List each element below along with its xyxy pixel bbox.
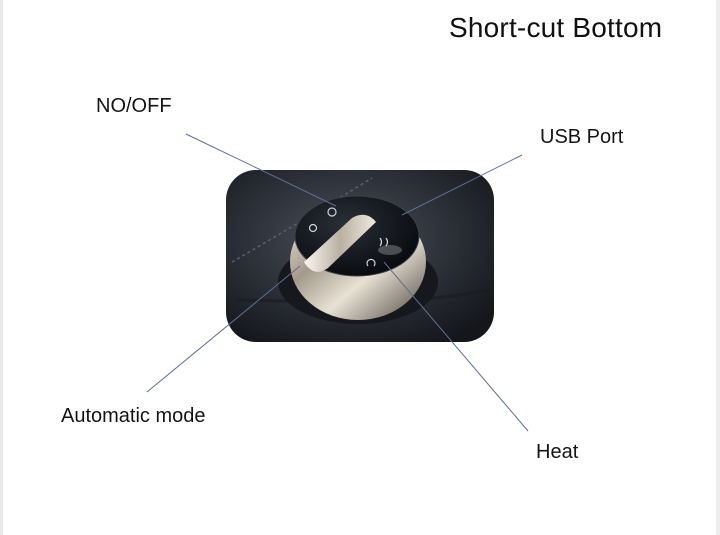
label-on-off: NO/OFF — [96, 95, 172, 117]
left-border — [0, 0, 3, 535]
diagram-title: Short-cut Bottom — [449, 12, 663, 43]
heat-icon — [379, 237, 389, 247]
label-automatic-mode: Automatic mode — [61, 405, 206, 427]
knob-highlight — [378, 245, 402, 255]
usb-port-icon — [327, 207, 337, 217]
leader-line-on-off — [185, 133, 337, 207]
leader-line-automatic-mode — [146, 265, 301, 393]
right-border — [716, 0, 720, 535]
label-heating: Heat — [536, 441, 579, 463]
leader-line-heating — [383, 261, 529, 432]
leader-line-usb-port — [401, 154, 523, 216]
auto-mode-icon — [366, 258, 376, 267]
knob-lever — [304, 214, 376, 272]
power-icon — [308, 223, 318, 233]
label-usb-port: USB Port — [540, 126, 624, 148]
